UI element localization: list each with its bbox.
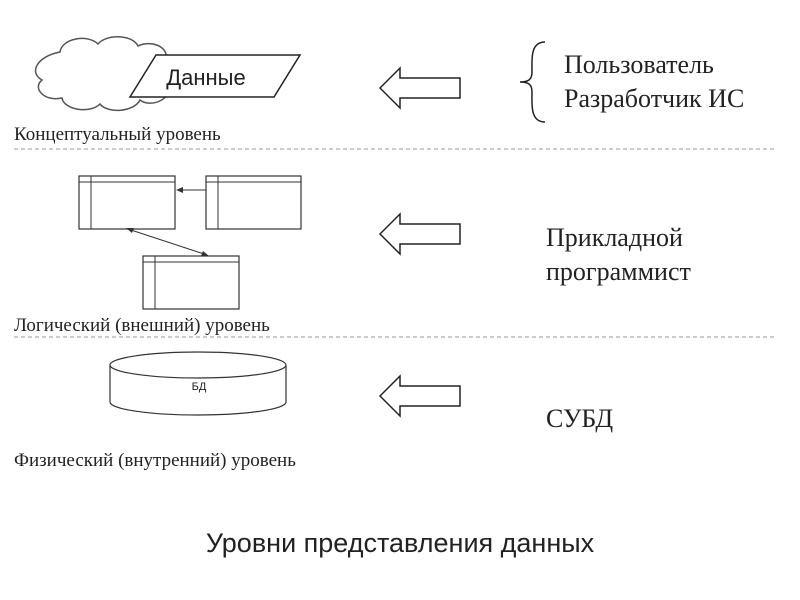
role-line: Разработчик ИС bbox=[564, 84, 745, 113]
relationship-arrow bbox=[127, 228, 208, 256]
arrowhead-icon bbox=[201, 251, 209, 256]
left-arrow-icon bbox=[378, 374, 461, 418]
curly-brace bbox=[519, 41, 546, 123]
role-physical: СУБД bbox=[546, 402, 613, 436]
arrowhead-icon bbox=[126, 228, 134, 233]
db-label: БД bbox=[192, 381, 207, 393]
database-cylinder bbox=[109, 351, 287, 416]
level-label-conceptual: Концептуальный уровень bbox=[14, 124, 221, 145]
data-shape-label: Данные bbox=[166, 65, 245, 90]
role-line: Прикладной bbox=[546, 223, 683, 252]
diagram-title: Уровни представления данных bbox=[205, 528, 595, 558]
data-parallelogram bbox=[128, 54, 302, 98]
level-label-logical: Логический (внешний) уровень bbox=[14, 315, 270, 336]
role-line: программист bbox=[546, 257, 691, 286]
role-logical: Прикладной программист bbox=[546, 221, 691, 289]
table-shape bbox=[205, 175, 302, 230]
left-arrow-icon bbox=[378, 66, 461, 110]
role-line: СУБД bbox=[546, 404, 614, 433]
level-label-physical: Физический (внутренний) уровень bbox=[14, 450, 296, 471]
arrowhead-icon bbox=[176, 187, 183, 193]
left-arrow-icon bbox=[378, 212, 461, 256]
table-shape bbox=[142, 255, 240, 310]
role-line: Пользователь bbox=[564, 50, 714, 79]
role-conceptual: Пользователь Разработчик ИС bbox=[564, 48, 744, 116]
table-shape bbox=[78, 175, 176, 230]
